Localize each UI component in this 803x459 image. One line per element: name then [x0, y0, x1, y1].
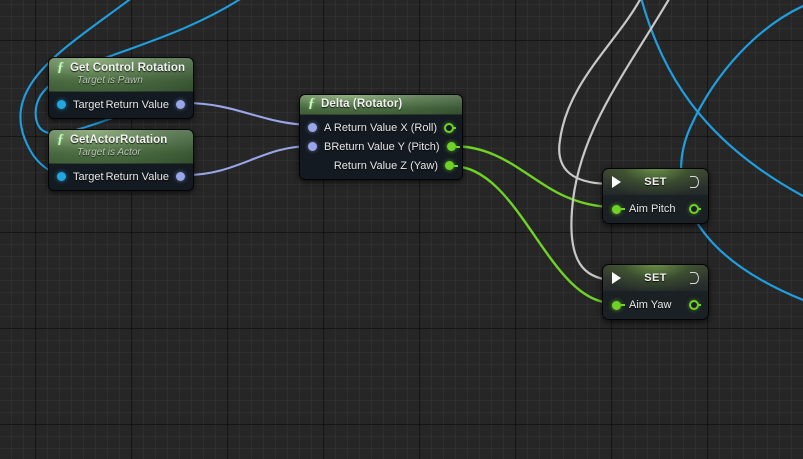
function-icon: ƒ: [308, 96, 315, 111]
input-pin-b-icon[interactable]: [308, 142, 317, 151]
input-pin-target-label: Target: [73, 98, 104, 111]
node-subtitle: Target is Pawn: [77, 75, 143, 86]
output-pin-return-value-icon[interactable]: [176, 172, 185, 181]
input-pin-target-label: Target: [73, 170, 104, 183]
input-pin-target-icon[interactable]: [57, 172, 66, 181]
input-pin-target-icon[interactable]: [57, 100, 66, 109]
output-pin-pitch-icon[interactable]: [446, 142, 460, 151]
node-get-control-rotation[interactable]: ƒ Get Control Rotation Target is Pawn Ta…: [48, 57, 194, 119]
pin-row: Target Return Value: [49, 167, 193, 186]
input-pin-a-label: A: [324, 121, 332, 134]
input-pin-aim-pitch-icon[interactable]: [612, 204, 625, 214]
wire-yaw-to-set-aim-yaw: [451, 164, 613, 305]
node-title: Get Control Rotation: [70, 62, 186, 74]
exec-input-icon[interactable]: [612, 176, 621, 188]
node-title: Delta (Rotator): [321, 98, 403, 110]
pin-row: Return Value Z (Yaw): [300, 156, 462, 175]
output-pin-yaw-icon[interactable]: [445, 161, 458, 170]
wire-exec-to-set-aim-yaw: [570, 0, 670, 282]
output-pin-yaw-label: Return Value Z (Yaw): [333, 159, 438, 172]
node-get-actor-rotation[interactable]: ƒ GetActorRotation Target is Actor Targe…: [48, 129, 194, 191]
output-pin-pitch-label: Return Value Y (Pitch): [331, 140, 440, 153]
node-set-aim-yaw[interactable]: SET Aim Yaw: [602, 264, 709, 320]
function-icon: ƒ: [57, 132, 64, 147]
set-node-title: SET: [644, 176, 667, 188]
input-pin-b-label: B: [324, 140, 332, 153]
pin-row: Target Return Value: [49, 95, 193, 114]
exec-output-icon[interactable]: [690, 272, 699, 284]
wire-exec-to-set-aim-pitch: [558, 0, 641, 186]
output-pin-aim-pitch-icon[interactable]: [689, 204, 701, 214]
node-header: ƒ Get Control Rotation Target is Pawn: [49, 58, 193, 92]
input-pin-aim-yaw-icon[interactable]: [612, 300, 625, 310]
input-pin-aim-yaw-label: Aim Yaw: [629, 299, 672, 311]
pin-row: A Return Value X (Roll): [300, 118, 462, 137]
pin-row: B Return Value Y (Pitch): [300, 137, 462, 156]
node-header: ƒ Delta (Rotator): [300, 95, 462, 115]
output-pin-aim-yaw-icon[interactable]: [689, 300, 701, 310]
wire-control-rotation-to-a: [185, 101, 312, 127]
wire-pitch-to-set-aim-pitch: [451, 144, 614, 209]
output-pin-roll-icon[interactable]: [444, 122, 456, 133]
wire-actor-rotation-to-b: [185, 144, 312, 177]
node-subtitle: Target is Actor: [77, 147, 141, 158]
set-node-header: SET: [603, 169, 708, 195]
node-title: GetActorRotation: [70, 134, 168, 146]
set-node-title: SET: [644, 272, 667, 284]
wire-object-offscreen-right: [680, 5, 803, 302]
input-pin-a-icon[interactable]: [308, 123, 317, 132]
node-body: Target Return Value: [49, 164, 193, 190]
output-pin-roll-label: Return Value X (Roll): [333, 121, 437, 134]
output-pin-return-value-label: Return Value: [105, 170, 169, 183]
node-header: ƒ GetActorRotation Target is Actor: [49, 130, 193, 164]
node-body: A Return Value X (Roll) B Return Value Y…: [300, 115, 462, 179]
node-delta-rotator[interactable]: ƒ Delta (Rotator) A Return Value X (Roll…: [299, 94, 463, 180]
node-body: Target Return Value: [49, 92, 193, 118]
set-node-body: Aim Pitch: [603, 195, 708, 223]
node-set-aim-pitch[interactable]: SET Aim Pitch: [602, 168, 709, 224]
function-icon: ƒ: [57, 60, 64, 75]
wire-object-offscreen-topright: [640, 0, 803, 197]
set-node-body: Aim Yaw: [603, 291, 708, 319]
output-pin-return-value-label: Return Value: [105, 98, 169, 111]
exec-input-icon[interactable]: [612, 272, 621, 284]
set-node-header: SET: [603, 265, 708, 291]
input-pin-aim-pitch-label: Aim Pitch: [629, 203, 676, 215]
output-pin-return-value-icon[interactable]: [176, 100, 185, 109]
exec-output-icon[interactable]: [690, 176, 699, 188]
